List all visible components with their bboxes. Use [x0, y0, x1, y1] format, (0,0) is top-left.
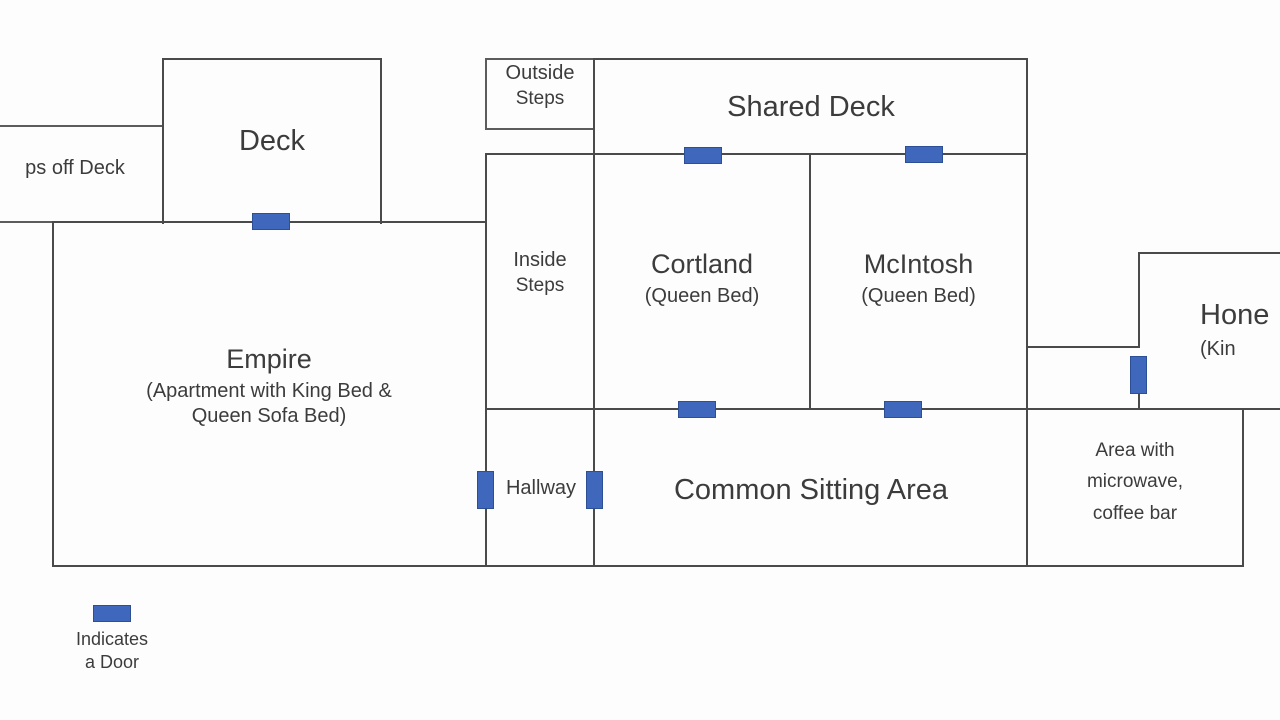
wall-outside-steps-left — [485, 58, 487, 130]
honeycrisp-name: Hone — [1200, 299, 1270, 331]
wall-deck-left — [162, 58, 164, 224]
cortland-sub: (Queen Bed) — [644, 284, 760, 307]
room-label-outside-steps: Outside Steps — [487, 62, 593, 110]
wall-common-area-right — [1026, 153, 1028, 567]
inside-steps-line1: Inside — [513, 249, 567, 271]
door-hallway-west[interactable] — [477, 471, 494, 509]
door-shared-deck-to-mcintosh[interactable] — [905, 146, 943, 163]
door-shared-deck-to-cortland[interactable] — [684, 147, 722, 164]
wall-steps-off-deck-top — [0, 125, 164, 127]
empire-sub1: (Apartment with King Bed & — [146, 379, 392, 402]
wall-honeycrisp-left-lower — [1138, 385, 1140, 410]
wall-outside-steps-bottom — [485, 128, 595, 130]
microwave-area-line1: Area with — [1095, 440, 1175, 461]
wall-microwave-area-right — [1242, 408, 1244, 567]
room-label-inside-steps: Inside Steps — [487, 249, 593, 297]
room-label-common-sitting-area: Common Sitting Area — [673, 474, 948, 506]
legend-line1: Indicates — [75, 629, 149, 649]
wall-microwave-area-bottom — [1026, 565, 1244, 567]
microwave-area-line3: coffee bar — [1092, 502, 1178, 524]
room-label-steps-off-deck: ps off Deck — [25, 157, 125, 179]
legend: Indicates a Door — [52, 605, 172, 675]
door-hallway-east[interactable] — [586, 471, 603, 509]
empire-name: Empire — [226, 344, 312, 374]
door-deck-to-empire[interactable] — [252, 213, 290, 230]
outside-steps-line2: Steps — [515, 87, 565, 109]
room-label-shared-deck: Shared Deck — [727, 91, 895, 123]
cortland-name: Cortland — [650, 249, 754, 279]
wall-cortland-mcintosh-divider — [809, 153, 811, 409]
inside-steps-line2: Steps — [515, 274, 565, 296]
wall-shared-deck-top — [593, 58, 1028, 60]
wall-microwave-area-top — [1026, 346, 1140, 348]
door-honeycrisp[interactable] — [1130, 356, 1147, 394]
room-label-empire: Empire (Apartment with King Bed & Queen … — [54, 344, 484, 429]
honeycrisp-sub: (Kin — [1200, 338, 1236, 361]
wall-bedroom-band-top — [485, 153, 1028, 155]
wall-honeycrisp-top — [1138, 252, 1280, 254]
door-mcintosh-to-common-area[interactable] — [884, 401, 922, 418]
wall-deck-top — [162, 58, 382, 60]
wall-deck-right — [380, 58, 382, 224]
wall-deck-bottom — [380, 221, 487, 223]
wall-inside-steps-left — [485, 153, 487, 567]
legend-door-swatch — [93, 605, 131, 622]
outside-steps-line1: Outside — [505, 62, 575, 84]
room-label-hallway: Hallway — [505, 477, 577, 499]
room-label-honeycrisp: Hone (Kin — [1200, 298, 1280, 362]
room-label-mcintosh: McIntosh (Queen Bed) — [812, 249, 1025, 308]
empire-sub2: Queen Sofa Bed) — [191, 405, 347, 428]
wall-honeycrisp-left-upper — [1138, 252, 1140, 348]
wall-empire-left — [52, 221, 54, 567]
room-label-cortland: Cortland (Queen Bed) — [596, 249, 808, 308]
wall-shared-deck-right — [1026, 58, 1028, 156]
door-cortland-to-common-area[interactable] — [678, 401, 716, 418]
room-label-deck: Deck — [238, 125, 306, 157]
mcintosh-sub: (Queen Bed) — [861, 284, 976, 307]
room-label-microwave-area: Area with microwave, coffee bar — [1030, 440, 1240, 525]
legend-line2: a Door — [84, 652, 140, 673]
mcintosh-name: McIntosh — [863, 249, 974, 279]
wall-building-bottom — [52, 565, 1028, 567]
wall-inside-steps-right — [593, 58, 595, 567]
microwave-area-line2: microwave, — [1086, 471, 1184, 493]
wall-common-area-top — [485, 408, 1028, 410]
wall-microwave-area-upper — [1026, 408, 1280, 410]
wall-outside-steps-top — [485, 58, 595, 60]
